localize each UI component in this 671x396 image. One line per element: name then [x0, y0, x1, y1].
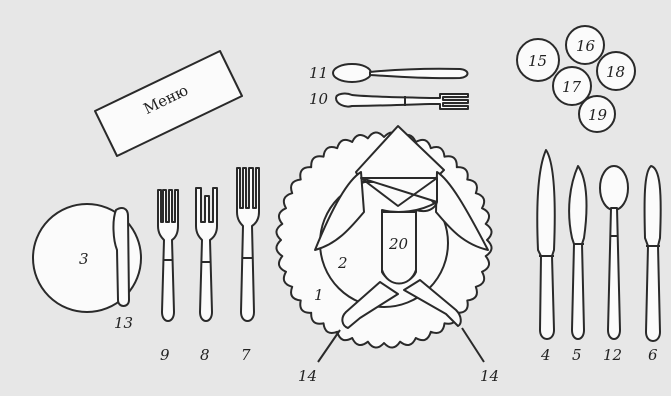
knife-6: [645, 166, 661, 341]
label-12: 12: [603, 346, 622, 364]
spoon-12: [600, 166, 628, 339]
fork-8: [196, 188, 217, 321]
label-16: 16: [576, 37, 596, 55]
label-20: 20: [388, 235, 409, 253]
knife-4: [537, 150, 554, 339]
leader-14-left: [318, 330, 340, 362]
label-5: 5: [572, 346, 582, 364]
label-4: 4: [540, 346, 551, 364]
label-9: 9: [160, 346, 170, 364]
label-3: 3: [79, 250, 89, 268]
dessert-fork: [336, 94, 468, 109]
label-15: 15: [528, 52, 547, 70]
label-11: 11: [309, 64, 328, 82]
label-8: 8: [200, 346, 210, 364]
label-6: 6: [648, 346, 658, 364]
label-7: 7: [241, 346, 251, 364]
label-13: 13: [114, 314, 133, 332]
fork-9: [158, 190, 178, 321]
label-2: 2: [337, 254, 348, 272]
menu-card: Меню: [95, 51, 242, 156]
knife-5: [569, 166, 586, 339]
label-17: 17: [562, 78, 582, 96]
label-10: 10: [309, 90, 329, 108]
label-18: 18: [606, 63, 625, 81]
label-14-left: 14: [298, 367, 317, 385]
dessert-spoon: [333, 64, 468, 82]
fork-7: [237, 168, 259, 321]
label-14-right: 14: [480, 367, 499, 385]
label-1: 1: [314, 286, 324, 304]
label-19: 19: [588, 106, 608, 124]
leader-14-right: [462, 328, 484, 362]
